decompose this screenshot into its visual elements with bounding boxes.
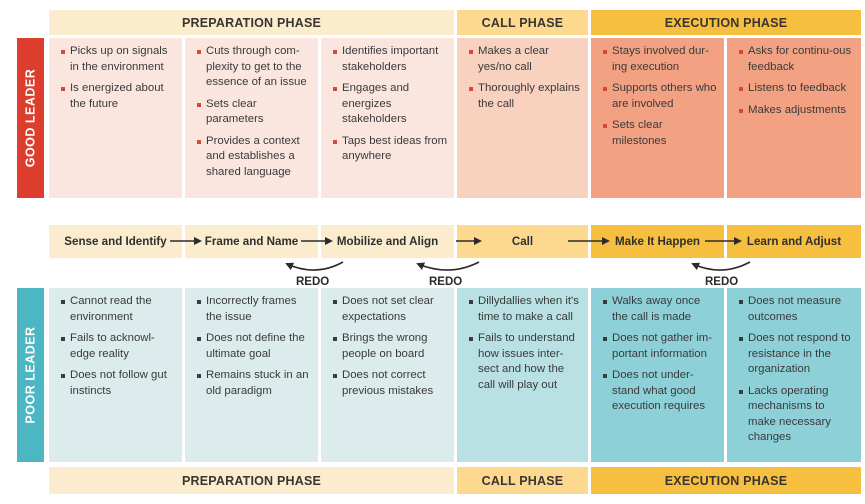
good-cell-sense: Picks up on signals in the environment I… — [49, 38, 182, 198]
list-item: Sets clear milestones — [603, 118, 718, 149]
phase-label: PREPARATION PHASE — [181, 473, 322, 488]
list-item: Does not measure outcomes — [739, 294, 855, 325]
phase-label: EXECUTION PHASE — [664, 473, 788, 488]
good-cell-call: Makes a clear yes/no call Thoroughly exp… — [457, 38, 588, 198]
step-sense-and-identify: Sense and Identify — [49, 225, 182, 258]
step-learn-and-adjust: Learn and Adjust — [727, 225, 861, 258]
poor-leader-label: POOR LEADER — [23, 326, 38, 424]
list-item: Does not under-stand what good execution… — [603, 368, 718, 415]
bottom-phase-call: CALL PHASE — [457, 467, 588, 494]
list-item: Cuts through com-plexity to get to the e… — [197, 44, 312, 91]
list-item: Dillydallies when it's time to make a ca… — [469, 294, 582, 325]
bottom-phase-preparation: PREPARATION PHASE — [49, 467, 454, 494]
list-item: Incorrectly frames the issue — [197, 294, 312, 325]
redo-label: REDO — [429, 276, 463, 288]
phase-label: PREPARATION PHASE — [181, 15, 322, 30]
redo-arrow-1 — [285, 261, 344, 271]
list-item: Supports others who are involved — [603, 81, 718, 112]
good-cell-make-it-happen: Stays involved dur-ing execution Support… — [591, 38, 724, 198]
poor-cell-mobilize: Does not set clear expectations Brings t… — [321, 288, 454, 462]
list-item: Provides a context and establishes a sha… — [197, 134, 312, 181]
good-cell-learn: Asks for continu-ous feedback Listens to… — [727, 38, 861, 198]
phase-label: CALL PHASE — [481, 473, 564, 488]
list-item: Makes a clear yes/no call — [469, 44, 582, 75]
list-item: Asks for continu-ous feedback — [739, 44, 855, 75]
list-item: Makes adjustments — [739, 103, 855, 119]
list-item: Engages and energizes stakeholders — [333, 81, 448, 128]
list-item: Taps best ideas from anywhere — [333, 134, 448, 165]
list-item: Fails to acknowl-edge reality — [61, 331, 176, 362]
redo-label: REDO — [705, 276, 739, 288]
list-item: Does not gather im-portant information — [603, 331, 718, 362]
top-phase-preparation: PREPARATION PHASE — [49, 10, 454, 35]
poor-cell-frame: Incorrectly frames the issue Does not de… — [185, 288, 318, 462]
list-item: Picks up on signals in the environment — [61, 44, 176, 75]
list-item: Cannot read the environment — [61, 294, 176, 325]
list-item: Thoroughly explains the call — [469, 81, 582, 112]
phase-label: EXECUTION PHASE — [664, 15, 788, 30]
good-leader-bar: GOOD LEADER — [17, 38, 44, 198]
top-phase-call: CALL PHASE — [457, 10, 588, 35]
list-item: Stays involved dur-ing execution — [603, 44, 718, 75]
list-item: Does not follow gut instincts — [61, 368, 176, 399]
poor-cell-learn: Does not measure outcomes Does not respo… — [727, 288, 861, 462]
list-item: Does not correct previous mistakes — [333, 368, 448, 399]
poor-cell-call: Dillydallies when it's time to make a ca… — [457, 288, 588, 462]
poor-cell-make-it-happen: Walks away once the call is made Does no… — [591, 288, 724, 462]
good-cell-mobilize: Identifies important stakeholders Engage… — [321, 38, 454, 198]
redo-arrow-2 — [416, 261, 480, 271]
list-item: Brings the wrong people on board — [333, 331, 448, 362]
poor-leader-bar: POOR LEADER — [17, 288, 44, 462]
poor-cell-sense: Cannot read the environment Fails to ack… — [49, 288, 182, 462]
good-cell-frame: Cuts through com-plexity to get to the e… — [185, 38, 318, 198]
list-item: Does not define the ultimate goal — [197, 331, 312, 362]
list-item: Does not respond to resistance in the or… — [739, 331, 855, 378]
list-item: Lacks operating mechanisms to make neces… — [739, 384, 855, 446]
list-item: Remains stuck in an old paradigm — [197, 368, 312, 399]
redo-label: REDO — [296, 276, 330, 288]
list-item: Listens to feedback — [739, 81, 855, 97]
step-frame-and-name: Frame and Name — [185, 225, 318, 258]
list-item: Walks away once the call is made — [603, 294, 718, 325]
top-phase-execution: EXECUTION PHASE — [591, 10, 861, 35]
list-item: Does not set clear expectations — [333, 294, 448, 325]
list-item: Is energized about the future — [61, 81, 176, 112]
step-mobilize-and-align: Mobilize and Align — [321, 225, 454, 258]
list-item: Sets clear parameters — [197, 97, 312, 128]
list-item: Identifies important stakeholders — [333, 44, 448, 75]
phase-label: CALL PHASE — [481, 15, 564, 30]
list-item: Fails to understand how issues inter-sec… — [469, 331, 582, 393]
bottom-phase-execution: EXECUTION PHASE — [591, 467, 861, 494]
redo-arrow-3 — [691, 261, 751, 271]
step-make-it-happen: Make It Happen — [591, 225, 724, 258]
